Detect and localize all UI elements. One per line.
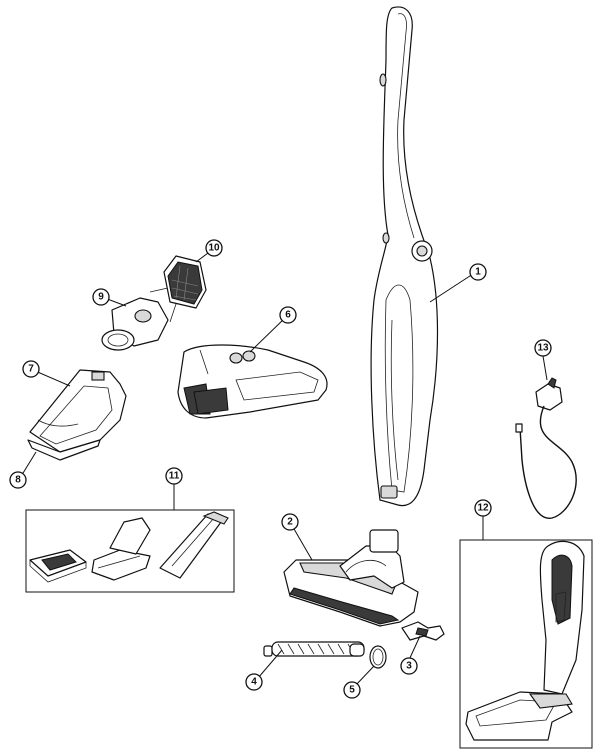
crevice-ring-accessory[interactable] — [29, 549, 87, 583]
callout-6-label: 6 — [285, 310, 291, 321]
callout-10-label: 10 — [208, 243, 220, 254]
callout-2-label: 2 — [287, 517, 293, 528]
callout-3: 3 — [400, 657, 418, 675]
handheld-unit-part[interactable] — [177, 344, 328, 419]
clip-part[interactable] — [401, 621, 445, 641]
dusting-brush-accessory[interactable] — [91, 517, 151, 581]
callout-11: 11 — [165, 467, 183, 485]
callout-8: 8 — [9, 471, 27, 489]
callout-4: 4 — [245, 673, 263, 691]
vacuum-body-part[interactable] — [370, 6, 439, 507]
crevice-tool-accessory[interactable] — [159, 511, 229, 579]
callout-13: 13 — [534, 339, 552, 357]
filter-assembly-part[interactable] — [101, 287, 177, 351]
callout-1-label: 1 — [475, 267, 481, 278]
callout-7: 7 — [22, 360, 40, 378]
callout-13-label: 13 — [537, 343, 549, 354]
brush-roll-part[interactable] — [263, 641, 365, 657]
filter-screen-part[interactable] — [163, 255, 207, 309]
callout-5-label: 5 — [349, 685, 355, 696]
callout-5: 5 — [343, 681, 361, 699]
dust-cup-part[interactable] — [27, 369, 127, 461]
callout-1: 1 — [469, 263, 487, 281]
charger-adapter-part[interactable] — [515, 377, 577, 519]
callout-10: 10 — [205, 239, 223, 257]
floor-nozzle-part[interactable] — [283, 529, 419, 627]
callout-9: 9 — [92, 288, 110, 306]
callout-8-label: 8 — [15, 475, 21, 486]
callout-3-label: 3 — [406, 661, 412, 672]
callout-4-label: 4 — [251, 677, 257, 688]
charging-base-part[interactable] — [465, 540, 585, 741]
accessory-kit-group[interactable] — [25, 509, 235, 593]
callout-7-label: 7 — [28, 364, 34, 375]
callout-9-label: 9 — [98, 292, 104, 303]
callout-11-label: 11 — [169, 471, 180, 482]
callout-12: 12 — [474, 499, 492, 517]
callout-12-label: 12 — [477, 503, 489, 514]
belt-ring-part[interactable] — [369, 645, 387, 669]
callout-6: 6 — [279, 306, 297, 324]
charging-base-group[interactable] — [459, 539, 593, 749]
callout-2: 2 — [281, 513, 299, 531]
